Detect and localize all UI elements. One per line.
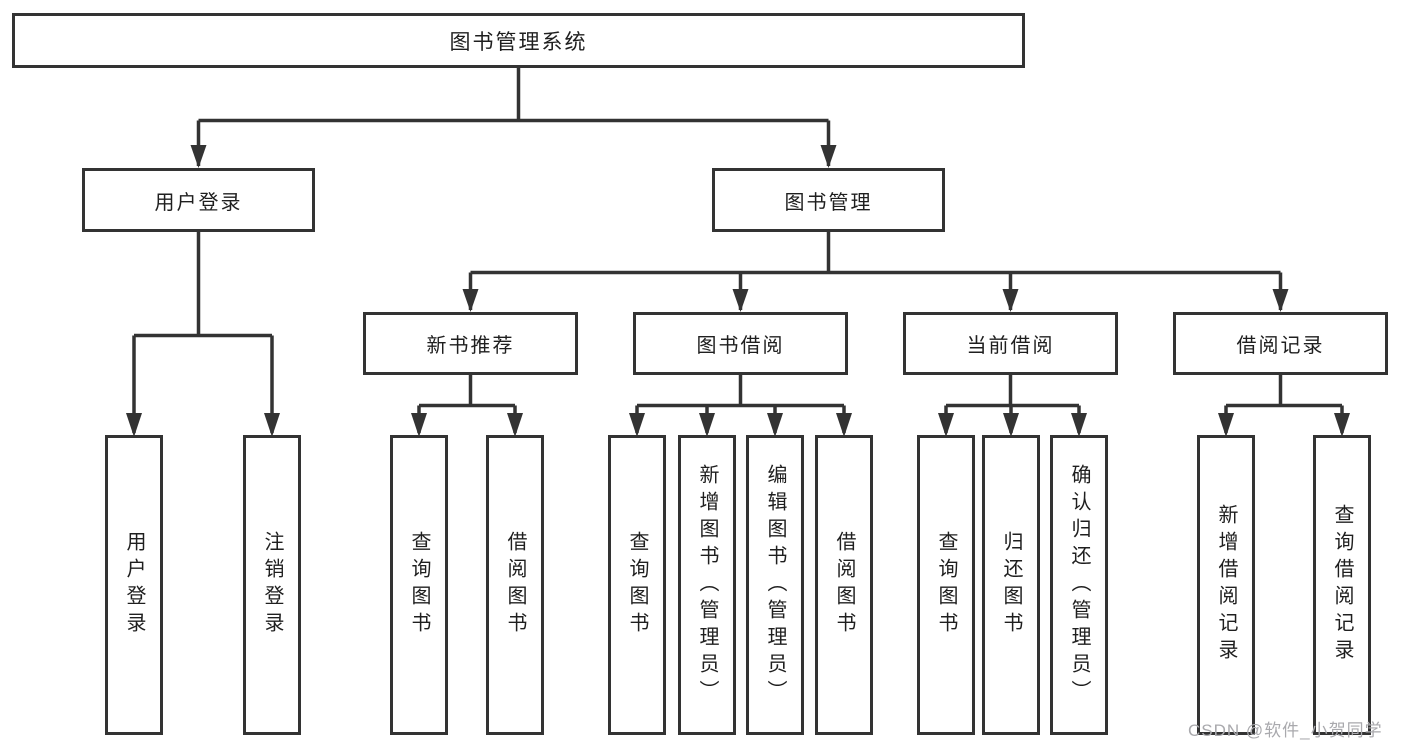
leaf-edit-books-admin-label: 编辑图书（管理员）: [764, 463, 786, 707]
node-book-management-label: 图书管理: [784, 191, 873, 214]
leaf-add-books-admin-label: 新增图书（管理员）: [696, 463, 718, 707]
leaf-borrowing-borrow-books: 借阅图书: [815, 435, 873, 735]
node-borrowing-records-label: 借阅记录: [1236, 335, 1325, 357]
leaf-user-login: 用户登录: [105, 435, 163, 735]
leaf-add-borrow-record: 新增借阅记录: [1197, 435, 1255, 735]
node-borrowing-records: 借阅记录: [1173, 312, 1388, 375]
leaf-recommend-borrow-books-label: 借阅图书: [504, 531, 526, 639]
leaf-logout: 注销登录: [243, 435, 301, 735]
leaf-recommend-query-books-label: 查询图书: [408, 531, 430, 639]
leaf-query-borrow-record: 查询借阅记录: [1313, 435, 1371, 735]
leaf-return-books: 归还图书: [982, 435, 1040, 735]
leaf-edit-books-admin: 编辑图书（管理员）: [746, 435, 804, 735]
leaf-return-books-label: 归还图书: [1000, 531, 1022, 639]
leaf-borrowing-borrow-books-label: 借阅图书: [833, 531, 855, 639]
leaf-recommend-borrow-books: 借阅图书: [486, 435, 544, 735]
node-new-book-recommend-label: 新书推荐: [426, 335, 515, 357]
leaf-confirm-return-admin: 确认归还（管理员）: [1050, 435, 1108, 735]
node-user-login: 用户登录: [82, 168, 315, 232]
node-current-borrowing: 当前借阅: [903, 312, 1118, 375]
leaf-logout-label: 注销登录: [261, 531, 283, 639]
node-library-system: 图书管理系统: [12, 13, 1025, 68]
leaf-confirm-return-admin-label: 确认归还（管理员）: [1068, 463, 1090, 707]
node-book-borrowing-label: 图书借阅: [696, 335, 785, 357]
leaf-add-books-admin: 新增图书（管理员）: [678, 435, 736, 735]
leaf-user-login-label: 用户登录: [123, 531, 145, 639]
leaf-current-query-books-label: 查询图书: [935, 531, 957, 639]
leaf-query-borrow-record-label: 查询借阅记录: [1331, 504, 1353, 666]
node-user-login-label: 用户登录: [154, 191, 243, 214]
node-book-borrowing: 图书借阅: [633, 312, 848, 375]
node-book-management: 图书管理: [712, 168, 945, 232]
leaf-borrowing-query-books-label: 查询图书: [626, 531, 648, 639]
node-current-borrowing-label: 当前借阅: [966, 335, 1055, 357]
leaf-add-borrow-record-label: 新增借阅记录: [1215, 504, 1237, 666]
csdn-watermark: CSDN @软件_小贺同学: [1188, 721, 1383, 740]
leaf-recommend-query-books: 查询图书: [390, 435, 448, 735]
node-library-system-label: 图书管理系统: [449, 30, 588, 54]
leaf-borrowing-query-books: 查询图书: [608, 435, 666, 735]
node-new-book-recommend: 新书推荐: [363, 312, 578, 375]
leaf-current-query-books: 查询图书: [917, 435, 975, 735]
